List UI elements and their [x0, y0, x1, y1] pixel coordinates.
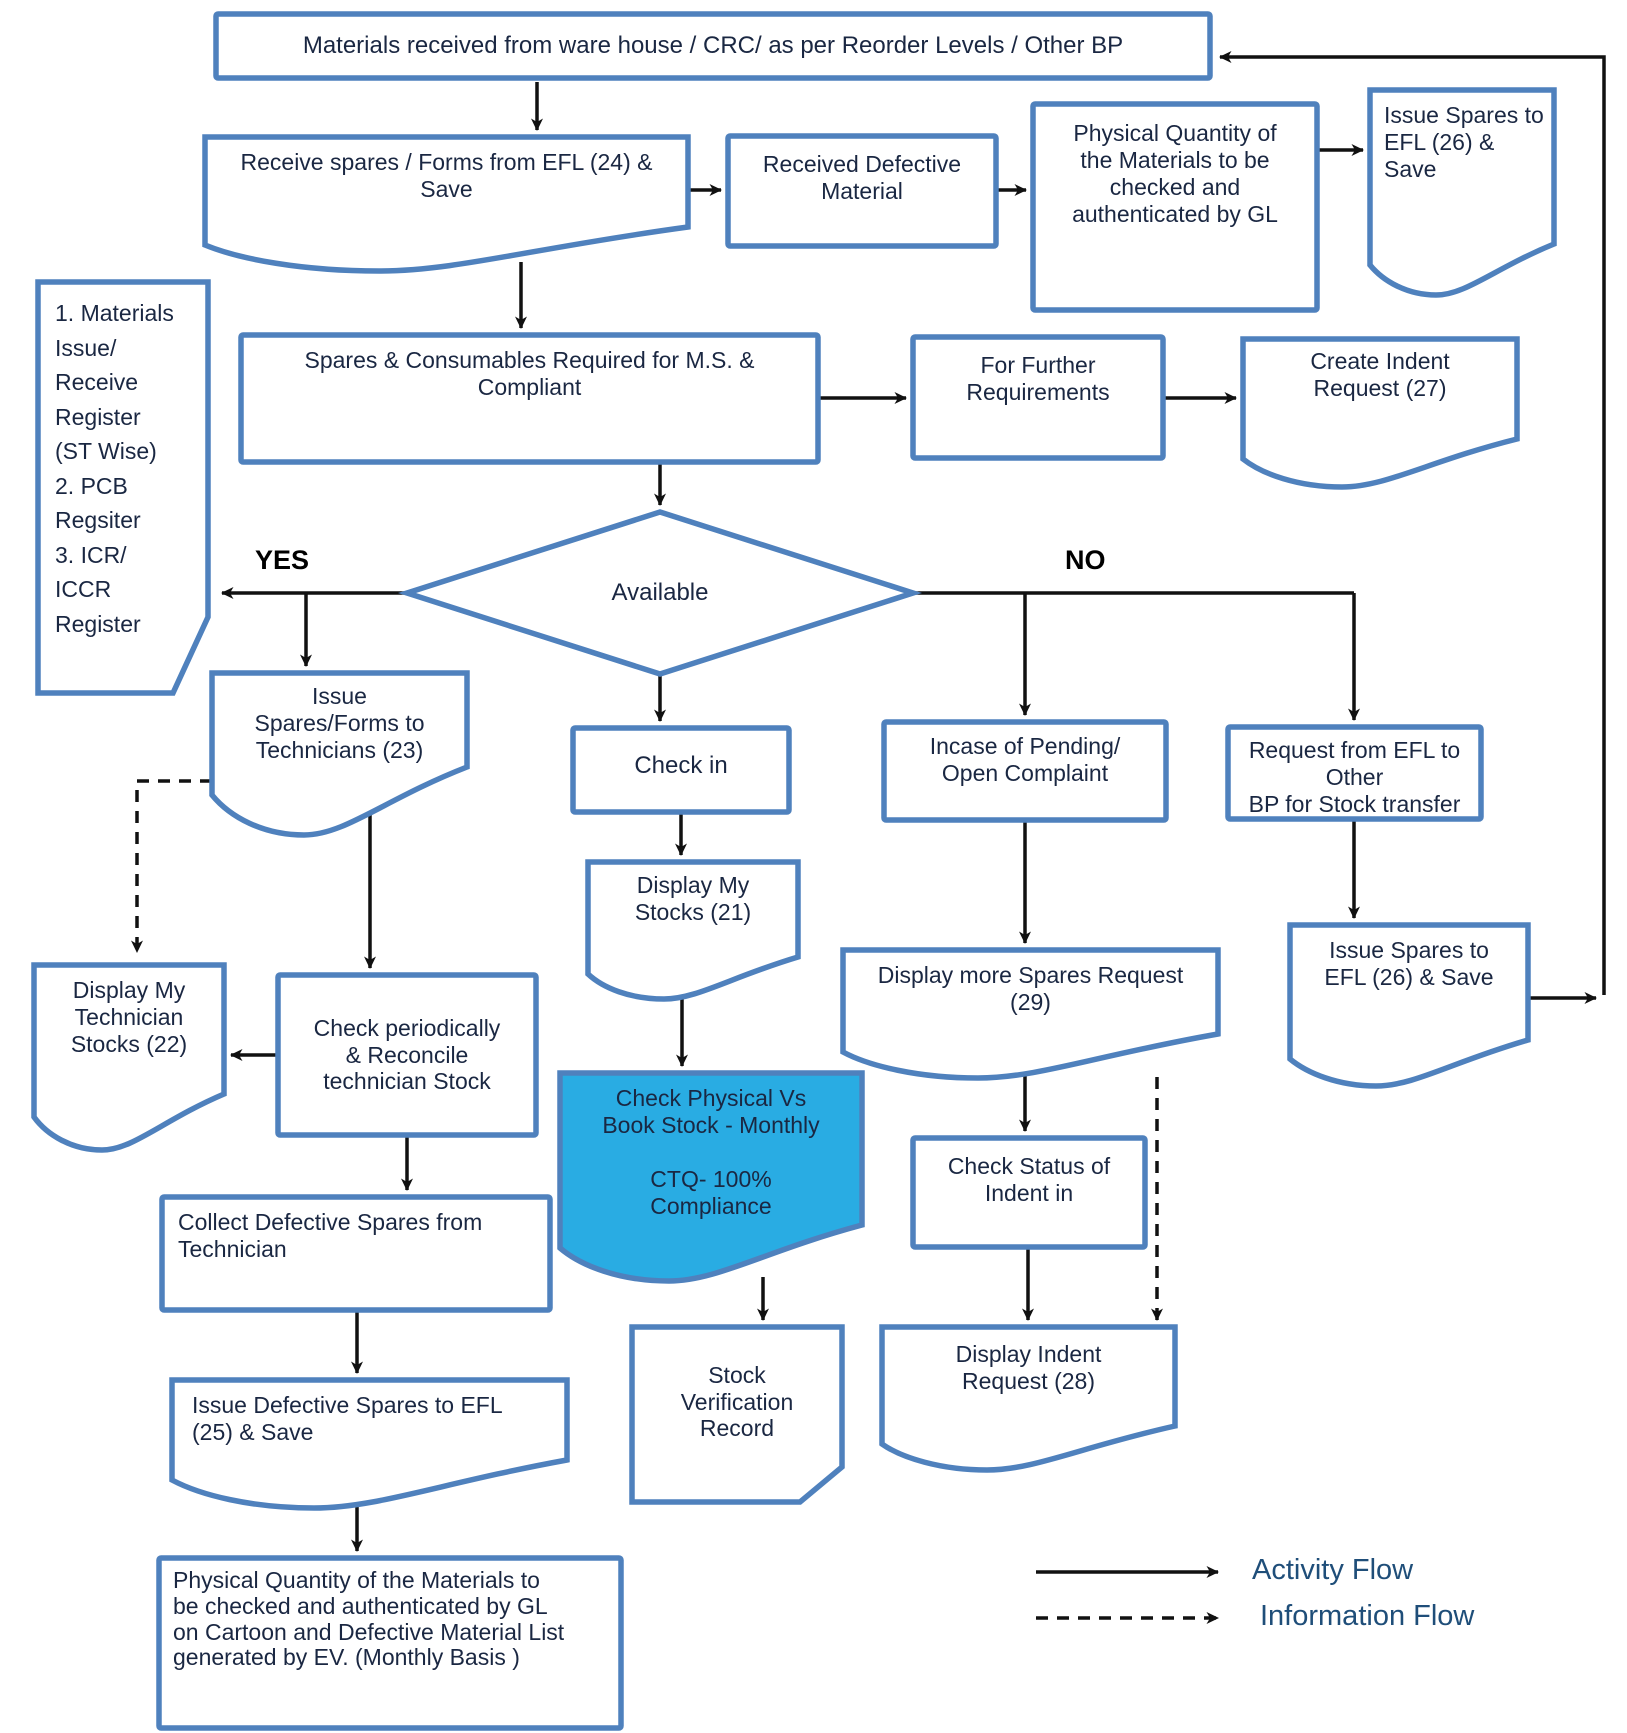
no-branch-label: NO — [1065, 545, 1106, 575]
node-request-efl-label: Request from EFL to Other BP for Stock t… — [1248, 737, 1461, 817]
node-for-further-label: For Further Requirements — [966, 352, 1110, 405]
node-receive-spares-shape — [202, 134, 691, 274]
node-check-status-shape — [910, 1135, 1148, 1250]
node-received-defective-label: Received Defective Material — [762, 151, 962, 204]
node-receive-spares-label: Receive spares / Forms from EFL (24) & S… — [240, 149, 653, 202]
node-issue-defective-shape — [169, 1377, 570, 1511]
node-physical-qty-monthly-label: Physical Quantity of the Materials to be… — [173, 1567, 565, 1671]
node-physical-qty-gl-shape — [1030, 101, 1320, 313]
node-check-periodically-shape — [275, 972, 539, 1138]
node-display-more-spares-label: Display more Spares Request (29) — [877, 962, 1184, 1015]
node-display-my-technician-shape — [31, 962, 227, 1153]
node-display-my-stocks-label: Display My Stocks (21) — [634, 872, 752, 925]
node-check-physical-label: Check Physical Vs Book Stock - Monthly C… — [602, 1085, 820, 1219]
node-create-indent-shape — [1240, 336, 1520, 490]
node-for-further-shape — [910, 334, 1166, 461]
node-materials-received-shape — [213, 11, 1213, 81]
legend-information-label: Information Flow — [1260, 1600, 1475, 1632]
node-physical-qty-gl-label: Physical Quantity of the Materials to be… — [1072, 120, 1278, 227]
node-issue-spares-top-shape — [1367, 87, 1557, 298]
node-stock-verification-shape — [629, 1324, 845, 1505]
dashed-issueforms-to-technician — [131, 779, 212, 953]
node-check-in-label: Check in — [634, 751, 728, 779]
node-available-label: Available — [611, 578, 709, 606]
arrow-return-to-top — [1219, 51, 1606, 995]
node-check-periodically-label: Check periodically & Reconcile technicia… — [313, 1014, 501, 1095]
node-display-my-stocks-shape — [585, 859, 801, 1002]
node-materials-received-label: Materials received from ware house / CRC… — [302, 31, 1124, 59]
node-check-in-shape — [570, 725, 792, 815]
node-display-indent-shape — [879, 1324, 1178, 1473]
node-check-physical-shape — [557, 1070, 865, 1284]
node-collect-defective-label: Collect Defective Spares from Technician — [178, 1209, 483, 1262]
node-spares-consumables-label: Spares & Consumables Required for M.S. &… — [304, 347, 755, 400]
node-received-defective-shape — [725, 133, 999, 249]
node-spares-consumables-shape — [238, 332, 821, 465]
node-available-diamond — [397, 509, 923, 677]
node-issue-spares-forms-shape — [209, 670, 470, 838]
node-check-status-label: Check Status of Indent in — [947, 1153, 1111, 1206]
node-issue-spares-lower-shape — [1287, 922, 1531, 1089]
node-create-indent-label: Create Indent Request (27) — [1310, 348, 1450, 401]
node-incase-pending-label: Incase of Pending/ Open Complaint — [929, 733, 1121, 786]
node-display-more-spares-shape — [840, 947, 1221, 1081]
node-request-efl-shape — [1225, 724, 1484, 822]
node-issue-spares-lower-label: Issue Spares to EFL (26) & Save — [1324, 937, 1494, 990]
node-issue-defective-label: Issue Defective Spares to EFL (25) & Sav… — [192, 1392, 503, 1445]
node-display-my-technician-label: Display My Technician Stocks (22) — [70, 977, 188, 1057]
node-issue-spares-top-label: Issue Spares to EFL (26) & Save — [1384, 102, 1544, 182]
yes-branch-label: YES — [255, 545, 310, 575]
legend-activity-label: Activity Flow — [1252, 1554, 1414, 1586]
node-stock-verification-label: Stock Verification Record — [680, 1361, 794, 1442]
node-physical-qty-monthly-shape — [156, 1555, 624, 1731]
node-incase-pending-shape — [881, 719, 1169, 823]
node-collect-defective-shape — [159, 1194, 553, 1313]
node-issue-spares-forms-label: Issue Spares/Forms to Technicians (23) — [254, 683, 425, 763]
node-display-indent-label: Display Indent Request (28) — [955, 1341, 1102, 1394]
node-registers-shape — [35, 279, 211, 696]
node-registers-label: 1. Materials Issue/ Receive Register (ST… — [55, 300, 174, 637]
